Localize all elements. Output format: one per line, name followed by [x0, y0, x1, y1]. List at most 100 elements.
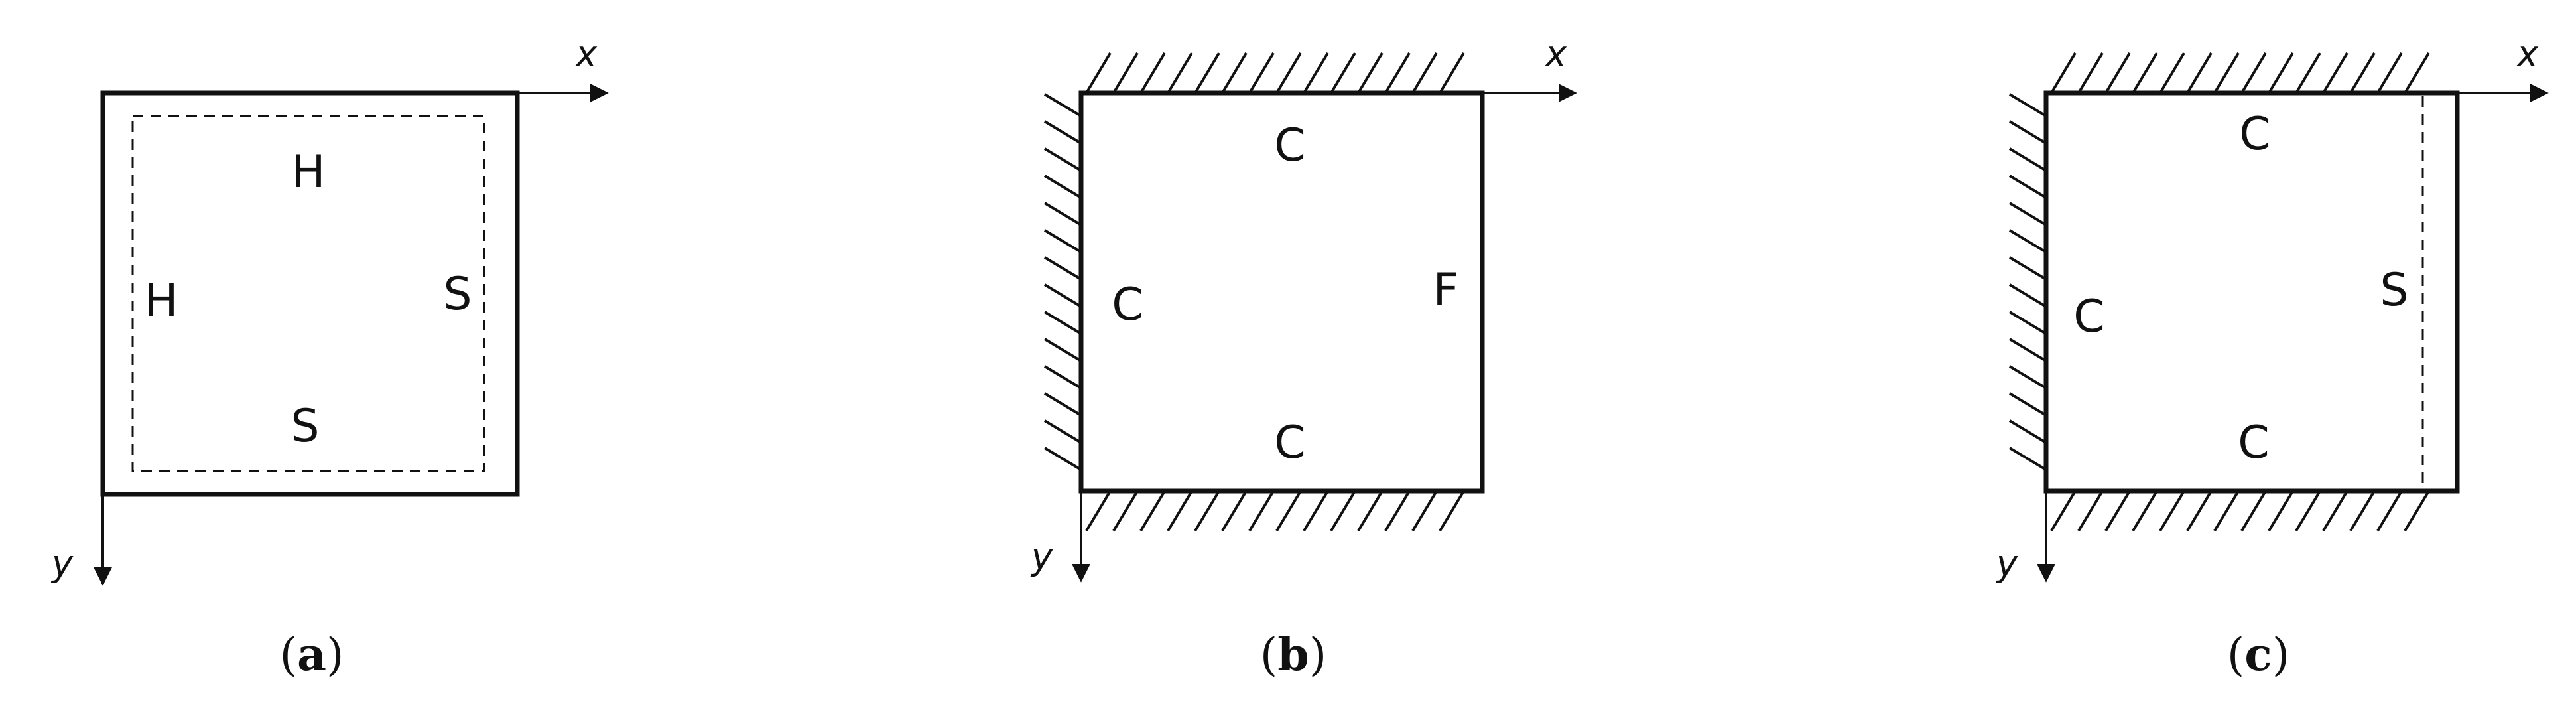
hatch-line — [2268, 490, 2294, 532]
hatch-line — [2008, 311, 2047, 335]
panel-b: x y C C F C (b) — [1030, 33, 1577, 681]
plate-outline-c — [2043, 90, 2460, 494]
hatch-line — [2295, 52, 2321, 94]
hatch-line — [1043, 311, 1082, 335]
x-axis-label-b: x — [1544, 33, 1567, 75]
edge-label-top-a: H — [291, 146, 325, 198]
clamped-hatching-b — [1043, 52, 1465, 532]
hatch-line — [1357, 490, 1384, 532]
hatch-line — [1384, 52, 1411, 94]
hatch-line — [2376, 490, 2403, 532]
hatch-line — [1303, 490, 1329, 532]
hatch-line — [2077, 52, 2104, 94]
hatch-line — [2404, 52, 2430, 94]
edge-label-left-a: H — [144, 275, 178, 327]
hatch-line — [1043, 447, 1082, 471]
hatch-line — [2008, 147, 2047, 172]
hatch-line — [2240, 52, 2267, 94]
hatch-line — [2050, 52, 2077, 94]
hatch-line — [2213, 52, 2240, 94]
hatch-line — [2159, 490, 2185, 532]
plate-outline-b — [1078, 90, 1485, 494]
panel-c: x y C C S C (c) — [1995, 33, 2549, 681]
hatch-line — [2008, 120, 2047, 145]
hatch-line — [1194, 52, 1220, 94]
hatch-line — [2132, 490, 2158, 532]
edge-label-bottom-a: S — [290, 400, 319, 453]
hatch-line — [2050, 490, 2077, 532]
hatch-line — [2376, 52, 2403, 94]
hatch-line — [2186, 52, 2213, 94]
hatch-line — [2159, 52, 2185, 94]
hatch-line — [1085, 490, 1112, 532]
edge-label-bottom-b: C — [1274, 417, 1305, 469]
hatch-line — [1043, 338, 1082, 362]
hatch-line — [1439, 52, 1465, 94]
caption-b: (b) — [1260, 628, 1327, 681]
hatch-line — [1139, 490, 1166, 532]
hatch-line — [2008, 229, 2047, 253]
y-axis-label-b: y — [1030, 536, 1053, 578]
edge-label-top-b: C — [1274, 119, 1305, 172]
hatch-line — [1221, 52, 1248, 94]
panel-a: x y H H S S (a) — [50, 33, 609, 681]
hatch-line — [1043, 93, 1082, 117]
edge-label-left-c: C — [2073, 291, 2104, 343]
hatch-line — [2322, 52, 2349, 94]
hatch-line — [2008, 202, 2047, 226]
hatch-line — [1043, 229, 1082, 253]
hatch-line — [2008, 283, 2047, 308]
hatch-line — [2104, 52, 2131, 94]
x-axis-label-a: x — [574, 33, 598, 75]
caption-c: (c) — [2227, 628, 2289, 681]
edge-label-bottom-c: C — [2238, 417, 2269, 469]
hatch-line — [1112, 52, 1139, 94]
hatch-line — [2132, 52, 2158, 94]
hatch-line — [2295, 490, 2321, 532]
hatch-line — [2404, 490, 2430, 532]
hatch-line — [1167, 52, 1193, 94]
hatch-line — [2077, 490, 2104, 532]
hatch-line — [2268, 52, 2294, 94]
edge-label-left-b: C — [1112, 279, 1143, 331]
hatch-line — [1043, 175, 1082, 199]
hatch-line — [2104, 490, 2131, 532]
hatch-line — [2322, 490, 2349, 532]
hatch-line — [2240, 490, 2267, 532]
x-axis-label-c: x — [2516, 33, 2539, 75]
edge-label-right-b: F — [1433, 264, 1458, 317]
hatch-line — [1043, 120, 1082, 145]
hatch-line — [2008, 175, 2047, 199]
hatch-line — [1043, 256, 1082, 281]
hatch-line — [2008, 365, 2047, 389]
edge-label-right-a: S — [443, 268, 472, 320]
plate-outline-a — [100, 90, 520, 497]
hatch-line — [2008, 93, 2047, 117]
hatch-line — [1303, 52, 1329, 94]
y-axis-label-c: y — [1995, 543, 2018, 585]
hatch-line — [1043, 283, 1082, 308]
y-axis-label-a: y — [50, 543, 74, 585]
hatch-line — [2008, 256, 2047, 281]
hatch-line — [1357, 52, 1384, 94]
hatch-line — [2349, 52, 2376, 94]
hatch-line — [1194, 490, 1220, 532]
hatch-line — [2008, 338, 2047, 362]
hatch-line — [1439, 490, 1465, 532]
edge-label-right-c: S — [2380, 264, 2408, 317]
hatch-line — [1275, 52, 1302, 94]
caption-a: (a) — [279, 628, 344, 681]
hatch-line — [2213, 490, 2240, 532]
hatch-line — [1043, 147, 1082, 172]
hatch-line — [2186, 490, 2213, 532]
hatch-line — [1411, 490, 1438, 532]
hatch-line — [1167, 490, 1193, 532]
hatch-line — [1384, 490, 1411, 532]
edge-label-top-c: C — [2239, 108, 2270, 161]
hatch-line — [1330, 490, 1356, 532]
hatch-line — [1043, 392, 1082, 417]
hatch-line — [1248, 490, 1275, 532]
hatch-line — [2008, 447, 2047, 471]
hatch-line — [1043, 419, 1082, 444]
